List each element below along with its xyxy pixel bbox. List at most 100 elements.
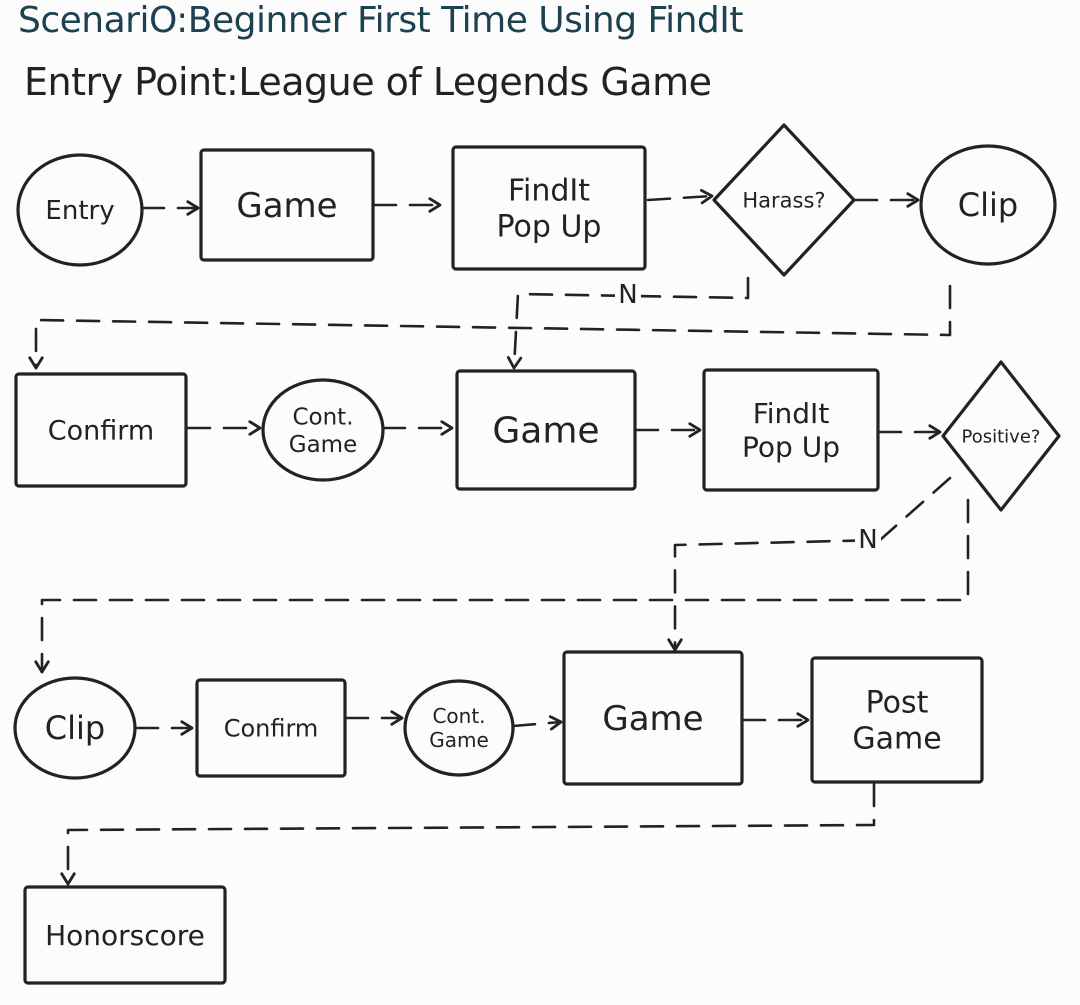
node-shape xyxy=(702,368,880,492)
edge-n9-n10 xyxy=(877,424,942,440)
node-label: Game xyxy=(236,186,337,226)
edge-line xyxy=(40,498,970,674)
node-rect-12: Confirm xyxy=(195,678,347,778)
node-label: Positive? xyxy=(962,426,1041,447)
node-circle-7: Cont.Game xyxy=(261,378,385,482)
node-circle-11: Clip xyxy=(13,676,137,780)
edge-n1-n2 xyxy=(140,200,200,216)
arrowhead-icon xyxy=(390,710,404,726)
node-label: Game xyxy=(602,699,703,739)
edge-n12-n13 xyxy=(344,710,404,726)
edge-n10-n14: N xyxy=(667,476,952,652)
edge-line xyxy=(34,284,952,370)
arrowhead-icon xyxy=(28,356,44,370)
node-label: FindIt xyxy=(753,397,830,430)
node-shape xyxy=(562,650,744,786)
edge-label: N xyxy=(858,525,877,555)
edge-n15-n16 xyxy=(60,782,876,886)
edge-n10-n11 xyxy=(34,498,970,674)
node-label: Clip xyxy=(45,709,105,747)
node-rect-8: Game xyxy=(455,369,637,491)
edge-line xyxy=(511,720,563,728)
scenario-title: ScenariO:Beginner First Time Using FindI… xyxy=(18,0,744,41)
edge-n8-n9 xyxy=(634,422,702,438)
node-label: Game xyxy=(852,722,941,757)
edge-line xyxy=(673,476,952,652)
edge-line xyxy=(66,782,876,886)
node-rect-6: Confirm xyxy=(14,372,188,488)
arrowhead-icon xyxy=(796,712,810,728)
entry-point-title: Entry Point:League of Legends Game xyxy=(24,60,712,104)
edge-n6-n7 xyxy=(186,420,262,436)
edges-layer: NN xyxy=(28,188,970,886)
edge-n11-n12 xyxy=(134,720,194,736)
node-rect-14: Game xyxy=(562,650,744,786)
node-rect-2: Game xyxy=(199,148,375,262)
arrowhead-icon xyxy=(60,872,76,886)
node-rect-16: Honorscore xyxy=(23,885,227,985)
node-circle-13: Cont.Game xyxy=(403,679,515,777)
node-shape xyxy=(261,378,385,482)
node-shape xyxy=(13,676,137,780)
node-label: Cont. xyxy=(432,704,485,728)
node-shape xyxy=(810,656,984,784)
node-shape xyxy=(403,679,515,777)
node-shape xyxy=(16,153,144,267)
edge-n7-n8 xyxy=(381,420,454,436)
node-label: Pop Up xyxy=(742,431,840,464)
node-label: Post xyxy=(866,686,929,721)
node-label: Cont. xyxy=(292,404,353,430)
arrowhead-icon xyxy=(440,420,454,436)
edge-line xyxy=(512,276,750,370)
arrowhead-icon xyxy=(248,420,262,436)
arrowhead-icon xyxy=(688,422,702,438)
edge-n4-n8: N xyxy=(506,276,750,370)
arrowhead-icon xyxy=(667,638,683,652)
arrowhead-icon xyxy=(34,660,50,674)
edge-n4-n5 xyxy=(853,192,920,208)
node-label: Game xyxy=(492,411,599,452)
node-shape xyxy=(919,144,1057,266)
arrowhead-icon xyxy=(906,192,920,208)
node-shape xyxy=(941,360,1061,512)
node-label: Clip xyxy=(958,186,1018,224)
edge-label-bg xyxy=(855,526,881,556)
node-label: Confirm xyxy=(224,714,319,742)
node-shape xyxy=(451,145,647,271)
node-shape xyxy=(195,678,347,778)
node-shape xyxy=(712,123,856,277)
node-circle-5: Clip xyxy=(919,144,1057,266)
node-shape xyxy=(455,369,637,491)
arrowhead-icon xyxy=(506,356,523,370)
node-shape xyxy=(14,372,188,488)
edge-n14-n15 xyxy=(741,712,810,728)
node-shape xyxy=(23,885,227,985)
edge-label: N xyxy=(618,280,637,310)
arrowhead-icon xyxy=(428,197,442,213)
edge-line xyxy=(646,194,714,202)
node-label: Honorscore xyxy=(45,919,205,952)
node-circle-1: Entry xyxy=(16,153,144,267)
node-label: Entry xyxy=(45,196,114,226)
arrowhead-icon xyxy=(548,715,563,731)
node-label: Game xyxy=(429,728,489,752)
arrowhead-icon xyxy=(180,720,194,736)
node-label: Game xyxy=(289,432,357,458)
edge-n3-n4 xyxy=(646,188,714,205)
node-label: Harass? xyxy=(742,188,825,212)
edge-n13-n14 xyxy=(511,715,563,731)
node-label: Confirm xyxy=(48,415,154,446)
node-label: FindIt xyxy=(508,174,590,209)
edge-label-bg xyxy=(615,281,641,311)
node-diamond-4: Harass? xyxy=(712,123,856,277)
node-label: Pop Up xyxy=(497,210,602,245)
arrowhead-icon xyxy=(186,200,200,216)
arrowhead-icon xyxy=(928,424,942,440)
edge-n2-n3 xyxy=(372,197,442,213)
edge-n5-n6 xyxy=(28,284,952,370)
